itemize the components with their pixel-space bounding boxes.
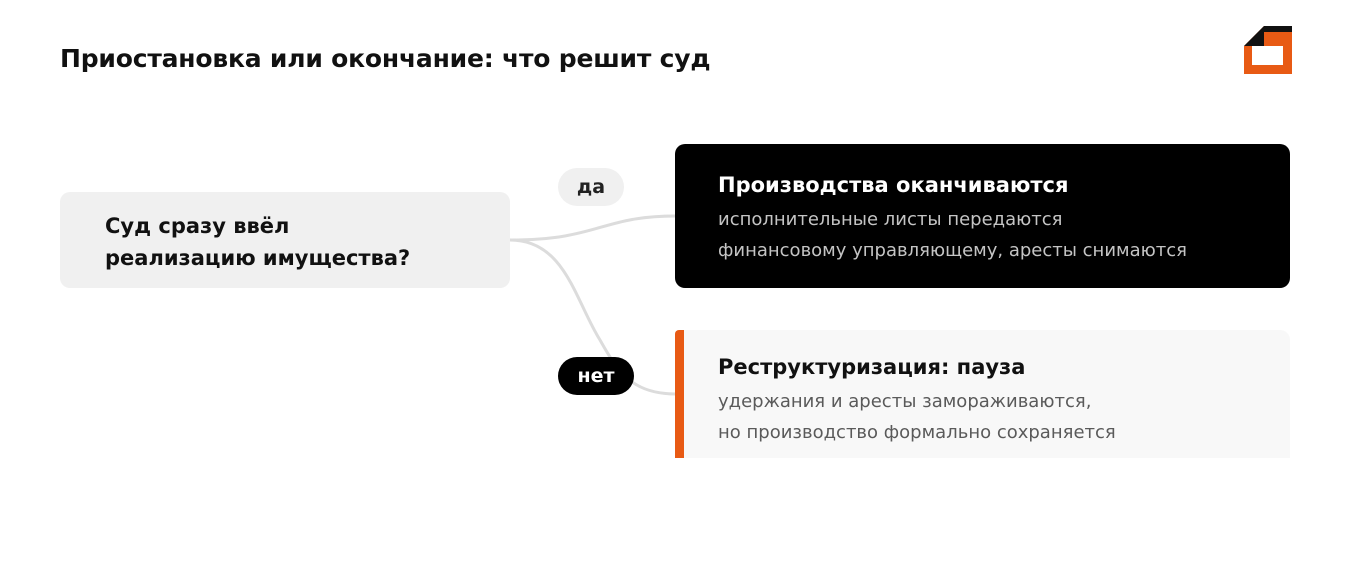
- outcome-end-line-1: исполнительные листы передаются: [718, 209, 1063, 230]
- outcome-pause-card: Реструктуризация: пауза удержания и арес…: [675, 330, 1290, 458]
- outcome-end-line-2: финансовому управляющему, аресты снимают…: [718, 240, 1187, 261]
- outcome-pause-description: удержания и аресты замораживаются, но пр…: [718, 386, 1290, 448]
- outcome-end-description: исполнительные листы передаются финансов…: [718, 204, 1290, 266]
- accent-bar: [675, 330, 684, 458]
- outcome-end-title: Производства оканчиваются: [718, 173, 1069, 197]
- page-title: Приостановка или окончание: что решит су…: [60, 44, 711, 73]
- question-line-2: реализацию имущества?: [105, 246, 411, 270]
- branch-yes-label: да: [558, 168, 624, 206]
- brand-logo-icon: [1244, 26, 1292, 74]
- outcome-pause-title: Реструктуризация: пауза: [718, 355, 1026, 379]
- connector-no: [508, 238, 678, 396]
- outcome-pause-line-1: удержания и аресты замораживаются,: [718, 391, 1092, 412]
- outcome-end-card: Производства оканчиваются исполнительные…: [675, 144, 1290, 288]
- outcome-pause-line-2: но производство формально сохраняется: [718, 422, 1116, 443]
- question-line-1: Суд сразу ввёл: [105, 214, 290, 238]
- branch-no-label: нет: [558, 357, 634, 395]
- question-node: Суд сразу ввёл реализацию имущества?: [60, 192, 510, 288]
- connector-yes: [508, 214, 678, 242]
